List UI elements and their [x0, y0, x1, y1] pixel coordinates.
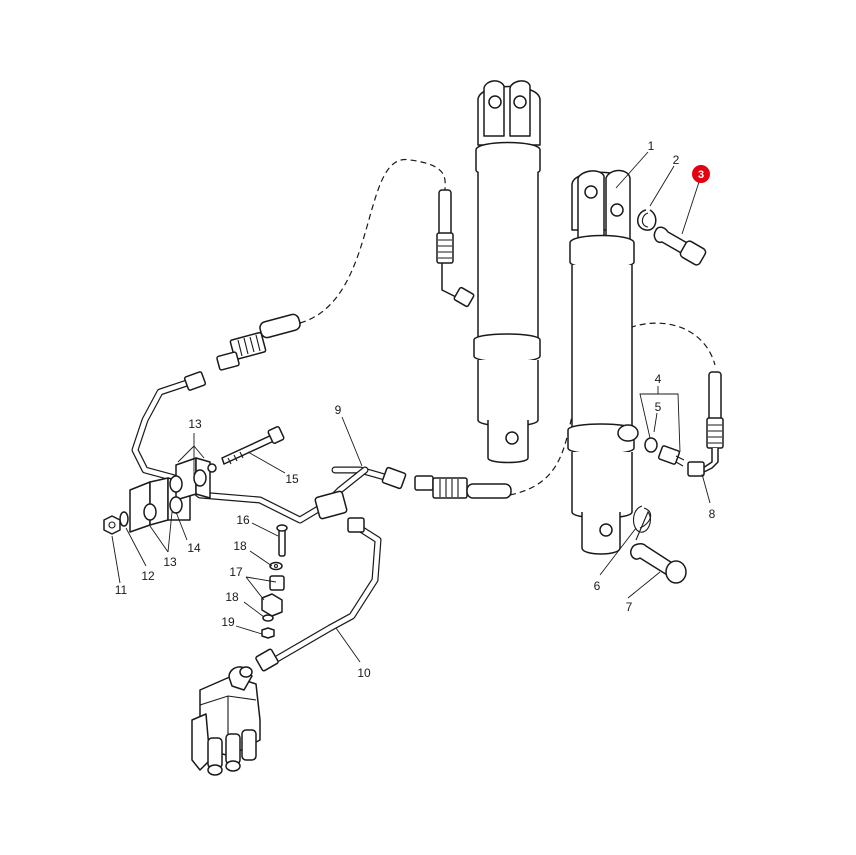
callout-9: 9: [335, 403, 342, 417]
callout-19: 19: [221, 615, 235, 629]
control-valve: [191, 666, 261, 776]
hose-left-cylinder: [299, 159, 446, 324]
callout-17: 17: [229, 565, 243, 579]
callout-8: 8: [709, 507, 716, 521]
callout-6: 6: [594, 579, 601, 593]
washer-part-12: [119, 511, 129, 527]
callout-13-lower: 13: [163, 555, 177, 569]
pin-part-3: [653, 226, 707, 266]
hose-end-upper: [436, 189, 475, 308]
callout-10: 10: [357, 666, 371, 680]
callout-labels: 1 2 3 4 5 6 7 8 9 10 11 12 13 13 14 15 1…: [115, 139, 716, 680]
callout-13-upper: 13: [188, 417, 202, 431]
callout-15: 15: [285, 472, 299, 486]
callout-16: 16: [236, 513, 250, 527]
clevis-pin-part-7: [629, 543, 687, 584]
hose-right-cylinder: [509, 322, 716, 496]
pipe-part-10: [255, 517, 382, 672]
callout-14: 14: [187, 541, 201, 555]
washer-part-18-upper: [269, 561, 283, 571]
nut-part-19: [261, 627, 275, 639]
nut-part-11: [103, 515, 121, 535]
adapter-fitting-part-4: [644, 437, 685, 467]
callout-3: 3: [698, 169, 704, 181]
callout-12: 12: [141, 569, 155, 583]
pipe-network: [131, 371, 369, 524]
pipe-clamp-assembly: [129, 457, 211, 533]
callout-18-upper: 18: [233, 539, 247, 553]
hose-end-middle: [414, 475, 512, 499]
callout-1: 1: [648, 139, 655, 153]
washer-part-18-lower: [262, 614, 274, 622]
callout-11: 11: [115, 583, 128, 597]
hose-end-part-8: [687, 371, 724, 477]
bolt-part-16: [276, 524, 288, 557]
callout-18-lower: 18: [225, 590, 239, 604]
hose-end-lower: [216, 313, 301, 371]
callout-4: 4: [655, 372, 662, 386]
callout-2: 2: [673, 153, 680, 167]
callout-3-highlight: [692, 165, 710, 183]
bolt-part-15: [207, 426, 285, 473]
callout-7: 7: [626, 600, 633, 614]
callout-5: 5: [655, 400, 662, 414]
rear-cylinder: [473, 80, 541, 464]
circlip-part-2: [637, 209, 657, 231]
leader-lines: [111, 151, 711, 663]
front-cylinder: [567, 169, 639, 555]
linch-pin-part-6: [632, 505, 652, 541]
spacer-part-17: [261, 575, 285, 617]
